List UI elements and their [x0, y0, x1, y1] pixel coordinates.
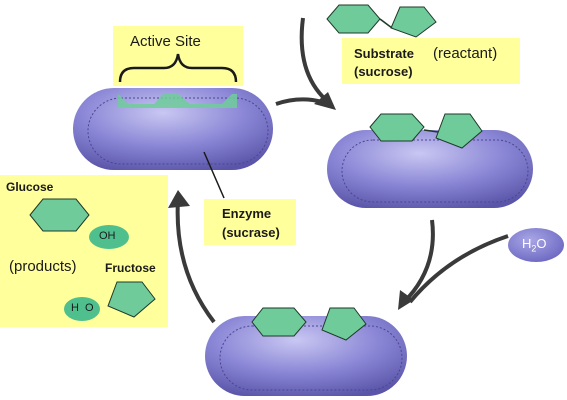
sucrose-molecule: [326, 4, 437, 38]
glucose-ring-product: [251, 307, 307, 337]
enzyme-substrate-complex: [327, 113, 533, 208]
cycle-arrows: [175, 17, 509, 324]
water-molecule: [508, 228, 564, 262]
water-label: H2O: [522, 237, 547, 254]
active-site-label: Active Site: [130, 33, 201, 50]
oh-label: OH: [99, 230, 116, 242]
enzyme-label-box: [204, 199, 296, 245]
sucrose-label: (sucrose): [354, 64, 413, 79]
water-o: O: [536, 236, 547, 251]
active-site-bracket: [118, 53, 238, 83]
water-h: H: [522, 236, 532, 251]
enzyme-label: Enzyme: [222, 206, 272, 221]
arrow-heads: [168, 92, 414, 310]
fructose-label: Fructose: [105, 261, 156, 275]
fructose-ring-product: [321, 307, 367, 341]
products-label: (products): [9, 258, 77, 275]
enzyme-pointer-line: [203, 151, 225, 199]
sucrase-label: (sucrase): [222, 225, 280, 240]
substrate-label: Substrate: [354, 46, 414, 61]
glucose-label: Glucose: [6, 180, 54, 194]
substrate-label-box: [342, 38, 520, 84]
active-site-pocket: [118, 94, 237, 108]
enzyme-product-complex: [205, 307, 407, 396]
water-subscript: 2: [531, 243, 537, 254]
enzyme-free: [73, 88, 273, 170]
fructose-product: [64, 281, 156, 321]
reactant-label: (reactant): [433, 45, 498, 62]
ho-o-label: O: [85, 302, 94, 314]
glucose-ring-bound: [369, 113, 425, 142]
ho-h-label: H: [71, 302, 79, 314]
fructose-ring-bound: [435, 113, 483, 149]
glucose-product: [29, 198, 129, 249]
